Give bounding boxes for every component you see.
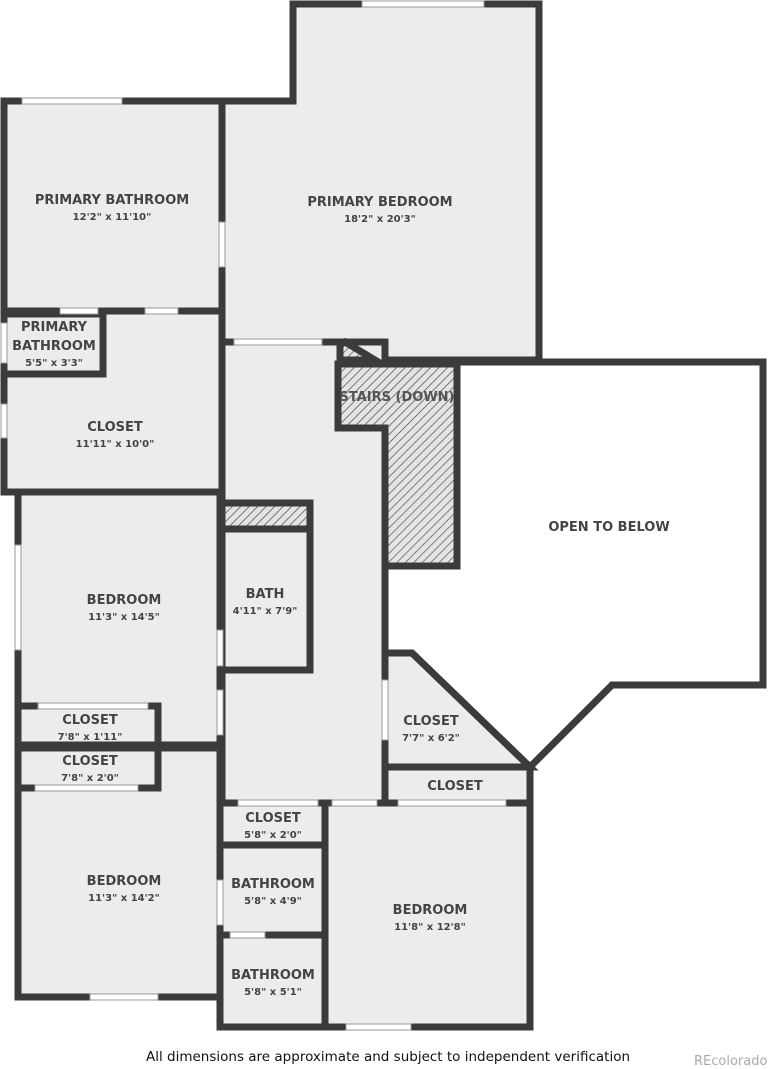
closet-4	[381, 763, 534, 807]
room-dimensions: 11'3" x 14'2"	[88, 893, 160, 904]
bath-hatch	[218, 499, 314, 533]
room-label: CLOSET	[87, 420, 143, 435]
room-label: BATHROOM	[231, 877, 315, 892]
room-dimensions: 7'8" x 2'0"	[61, 773, 119, 784]
room-dimensions: 18'2" x 20'3"	[344, 214, 416, 225]
room-label: BATHROOM	[231, 968, 315, 983]
room-label: CLOSET	[245, 811, 301, 826]
room-label: OPEN TO BELOW	[548, 520, 669, 535]
disclaimer: All dimensions are approximate and subje…	[146, 1049, 631, 1065]
room-label: CLOSET	[62, 754, 118, 769]
bedroom-3	[321, 799, 534, 1031]
room-label: BATHROOM	[12, 339, 96, 354]
room-label: BATH	[246, 587, 285, 602]
room-dimensions: 5'8" x 5'1"	[244, 987, 302, 998]
room-dimensions: 7'8" x 1'11"	[58, 732, 123, 743]
room-label: CLOSET	[403, 714, 459, 729]
room-label: STAIRS (DOWN)	[340, 390, 455, 405]
room-label: BEDROOM	[87, 874, 162, 889]
room-label: BEDROOM	[87, 593, 162, 608]
room-label: PRIMARY BEDROOM	[307, 195, 452, 210]
room-dimensions: 7'7" x 6'2"	[402, 733, 460, 744]
room-dimensions: 5'5" x 3'3"	[25, 358, 83, 369]
stairs-landing	[336, 337, 388, 364]
room-label: PRIMARY	[21, 320, 88, 335]
room-dimensions: 11'3" x 14'5"	[88, 612, 160, 623]
room-dimensions: 5'8" x 2'0"	[244, 830, 302, 841]
room-dimensions: 4'11" x 7'9"	[233, 606, 298, 617]
room-label: PRIMARY BATHROOM	[35, 193, 189, 208]
windows-doors	[0, 0, 507, 1031]
closet-2	[14, 744, 162, 792]
primary-bathroom	[0, 97, 226, 315]
bathroom-2	[216, 931, 329, 1031]
primary-bathroom-small	[0, 310, 107, 378]
primary-bedroom	[218, 0, 543, 364]
room-label: CLOSET	[427, 779, 483, 794]
room-dimensions: 5'8" x 4'9"	[244, 896, 302, 907]
room-dimensions: 11'11" x 10'0"	[76, 439, 155, 450]
brand-watermark: REcolorado	[694, 1054, 768, 1069]
room-dimensions: 11'8" x 12'8"	[394, 922, 466, 933]
room-label: BEDROOM	[393, 903, 468, 918]
room-label: CLOSET	[62, 713, 118, 728]
room-dimensions: 12'2" x 11'10"	[73, 212, 152, 223]
